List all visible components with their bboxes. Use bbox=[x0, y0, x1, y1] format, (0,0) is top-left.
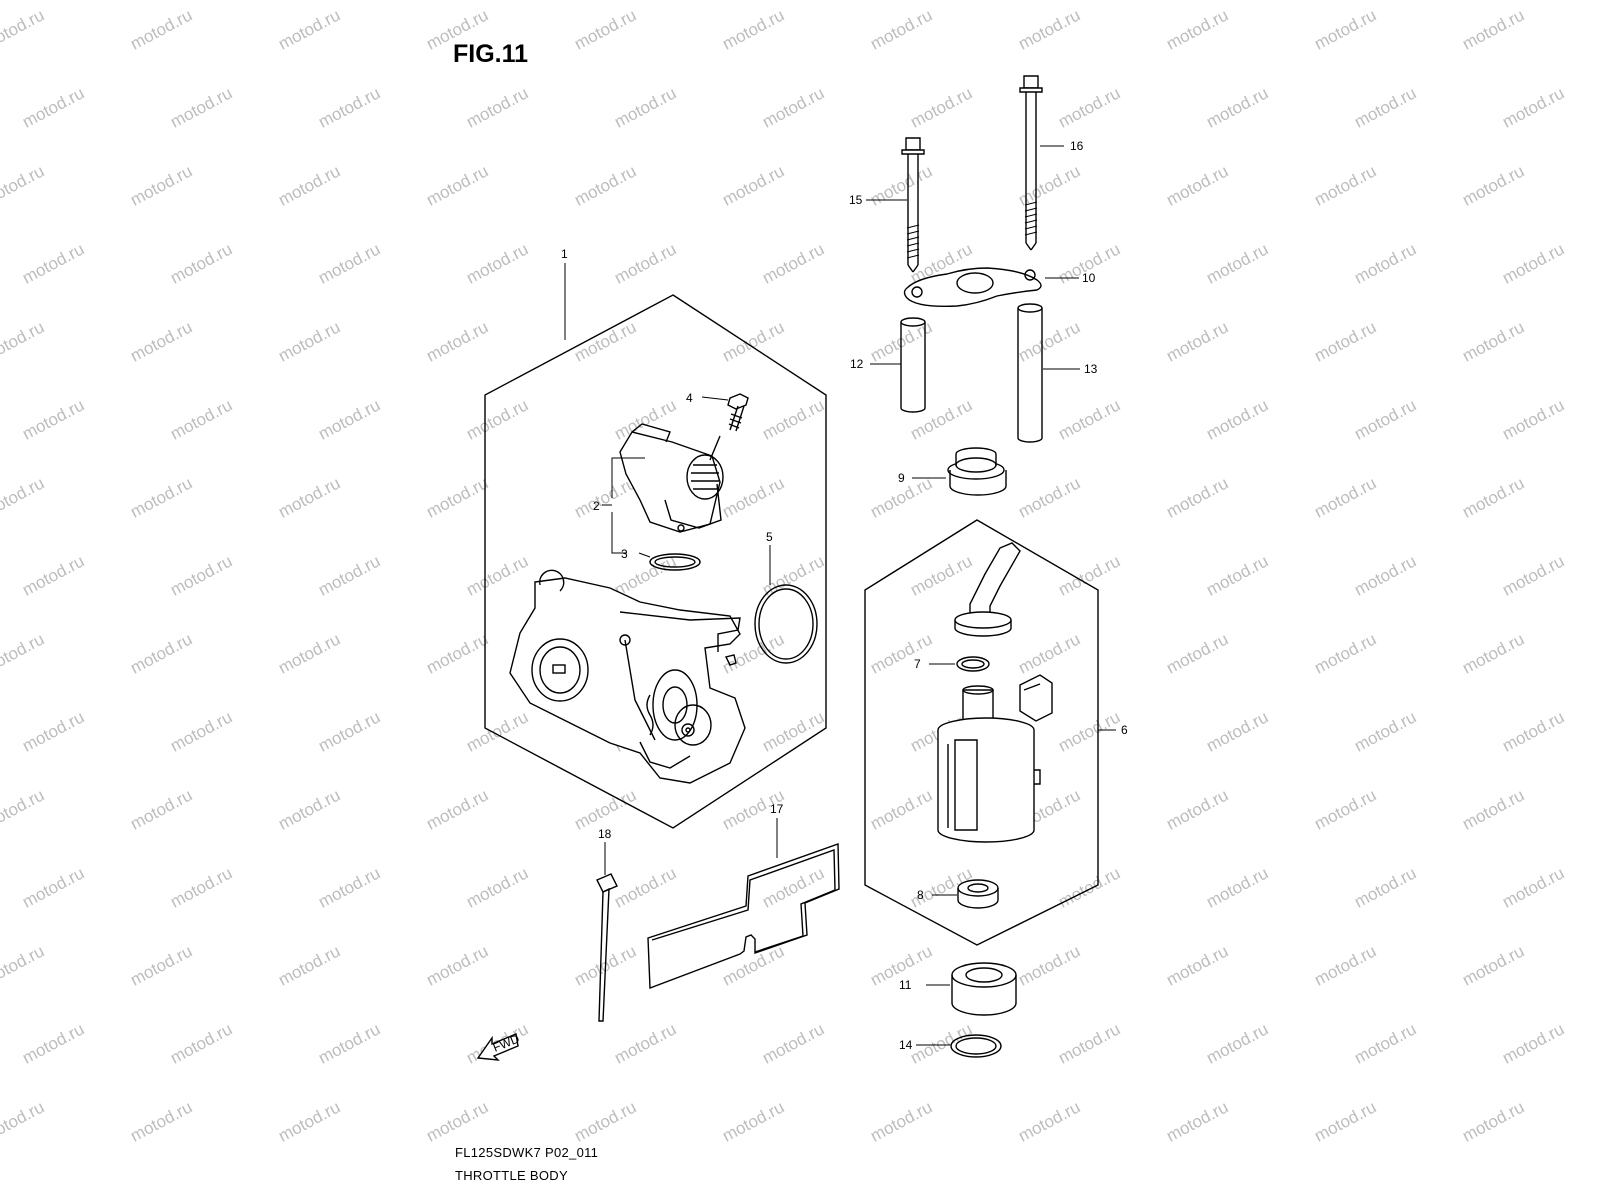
callout-1: 1 bbox=[561, 247, 568, 261]
sensor-part-2 bbox=[619, 423, 724, 533]
fwd-arrow-icon: FWD bbox=[476, 1031, 522, 1061]
cable-tie-part-18 bbox=[596, 873, 618, 1022]
callout-15: 15 bbox=[849, 193, 863, 207]
assembly-frame-1 bbox=[484, 294, 827, 829]
callout-4: 4 bbox=[686, 391, 693, 405]
figure-title: FIG.11 bbox=[453, 40, 529, 68]
callout-14: 14 bbox=[899, 1038, 913, 1052]
callout-3: 3 bbox=[621, 547, 628, 561]
bolt-part-16 bbox=[1019, 75, 1043, 251]
callout-7: 7 bbox=[914, 657, 921, 671]
callout-2: 2 bbox=[593, 499, 600, 513]
gasket-part-5-inner bbox=[758, 588, 814, 660]
assembly-frame-6 bbox=[864, 519, 1099, 946]
oring-part-3 bbox=[649, 553, 701, 571]
fuel-pump-part-6 bbox=[937, 542, 1053, 843]
cushion-part-11 bbox=[951, 962, 1017, 1016]
screw-part-4 bbox=[727, 393, 749, 432]
oring-part-7 bbox=[956, 656, 990, 672]
leader-lines bbox=[564, 145, 1116, 1046]
oring-part-14 bbox=[950, 1034, 1002, 1058]
seal-plate-part-17 bbox=[647, 843, 840, 989]
callout-11: 11 bbox=[899, 978, 912, 992]
callout-6: 6 bbox=[1121, 723, 1128, 737]
callout-10: 10 bbox=[1082, 271, 1096, 285]
grommet-part-9 bbox=[947, 447, 1007, 496]
bushing-part-8 bbox=[957, 879, 999, 909]
oring-part-7-inner bbox=[961, 659, 985, 669]
throttle-body-part-1 bbox=[509, 569, 746, 784]
plate-part-10 bbox=[903, 267, 1042, 308]
figure-caption: THROTTLE BODY bbox=[455, 1168, 568, 1183]
callout-16: 16 bbox=[1070, 139, 1084, 153]
figure-code: FL125SDWK7 P02_011 bbox=[455, 1145, 599, 1160]
oring-part-3-inner bbox=[654, 556, 696, 568]
callout-5: 5 bbox=[766, 530, 773, 544]
tube-part-13 bbox=[1017, 303, 1043, 443]
callout-9: 9 bbox=[898, 471, 905, 485]
gasket-part-5 bbox=[754, 584, 818, 664]
callout-13: 13 bbox=[1084, 362, 1098, 376]
callout-12: 12 bbox=[850, 357, 864, 371]
callout-17: 17 bbox=[770, 802, 784, 816]
bolt-part-15 bbox=[901, 137, 925, 273]
callout-8: 8 bbox=[917, 888, 924, 902]
callout-18: 18 bbox=[598, 827, 612, 841]
tube-part-12 bbox=[900, 317, 926, 413]
oring-part-14-inner bbox=[955, 1037, 997, 1055]
